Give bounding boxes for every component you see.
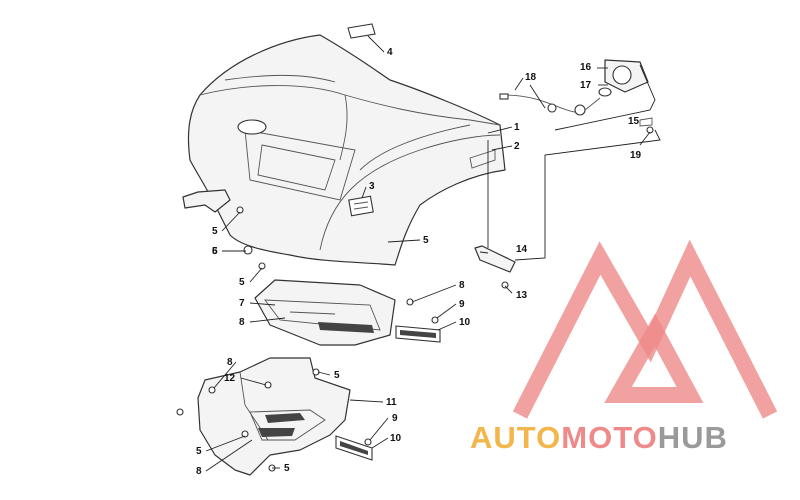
part-4-plate xyxy=(347,23,376,39)
callout-10a: 10 xyxy=(459,317,471,328)
callout-numbers: 1 2 3 4 5 5 5 5 5 5 5 6 7 8 8 8 8 9 9 10… xyxy=(196,47,642,477)
callout-8c: 8 xyxy=(227,357,233,368)
callout-18: 18 xyxy=(525,72,537,83)
watermark-moto: MOTO xyxy=(561,420,657,455)
callout-5a: 5 xyxy=(212,226,218,237)
callout-3: 3 xyxy=(369,181,375,192)
lower-footwell xyxy=(197,357,351,476)
part-3-decal xyxy=(348,195,374,217)
callout-1: 1 xyxy=(514,122,520,133)
tail-light-assembly xyxy=(499,59,653,127)
callout-5c: 5 xyxy=(239,277,245,288)
callout-7: 7 xyxy=(239,298,245,309)
callout-5d: 5 xyxy=(334,370,340,381)
callout-19: 19 xyxy=(630,150,642,161)
callout-10b: 10 xyxy=(390,433,402,444)
callout-13: 13 xyxy=(516,290,528,301)
callout-16: 16 xyxy=(580,62,592,73)
watermark-logo-icon xyxy=(512,239,778,419)
callout-5g: 5 xyxy=(212,246,218,257)
watermark-text: AUTOMOTOHUB xyxy=(470,420,728,455)
callout-17: 17 xyxy=(580,80,592,91)
watermark-hub: HUB xyxy=(658,420,728,455)
callout-4: 4 xyxy=(387,47,393,58)
callout-9a: 9 xyxy=(459,299,465,310)
leader-lines xyxy=(205,35,661,472)
callout-15: 15 xyxy=(628,116,640,127)
callout-8a: 8 xyxy=(239,317,245,328)
callout-12: 12 xyxy=(224,373,236,384)
callout-8d: 8 xyxy=(196,466,202,477)
rear-fender xyxy=(187,34,506,266)
callout-5f: 5 xyxy=(284,463,290,474)
part-14-bracket xyxy=(474,245,516,273)
upper-footwell xyxy=(254,279,396,346)
callout-11: 11 xyxy=(386,397,397,408)
callout-6: 6 xyxy=(212,246,218,257)
callout-5e: 5 xyxy=(196,446,202,457)
callout-8b: 8 xyxy=(459,280,465,291)
callout-5b: 5 xyxy=(423,235,429,246)
left-bracket xyxy=(182,189,231,213)
watermark-auto: AUTO xyxy=(470,420,561,455)
callout-14: 14 xyxy=(516,244,528,255)
callout-2: 2 xyxy=(514,141,520,152)
callout-9b: 9 xyxy=(392,413,398,424)
